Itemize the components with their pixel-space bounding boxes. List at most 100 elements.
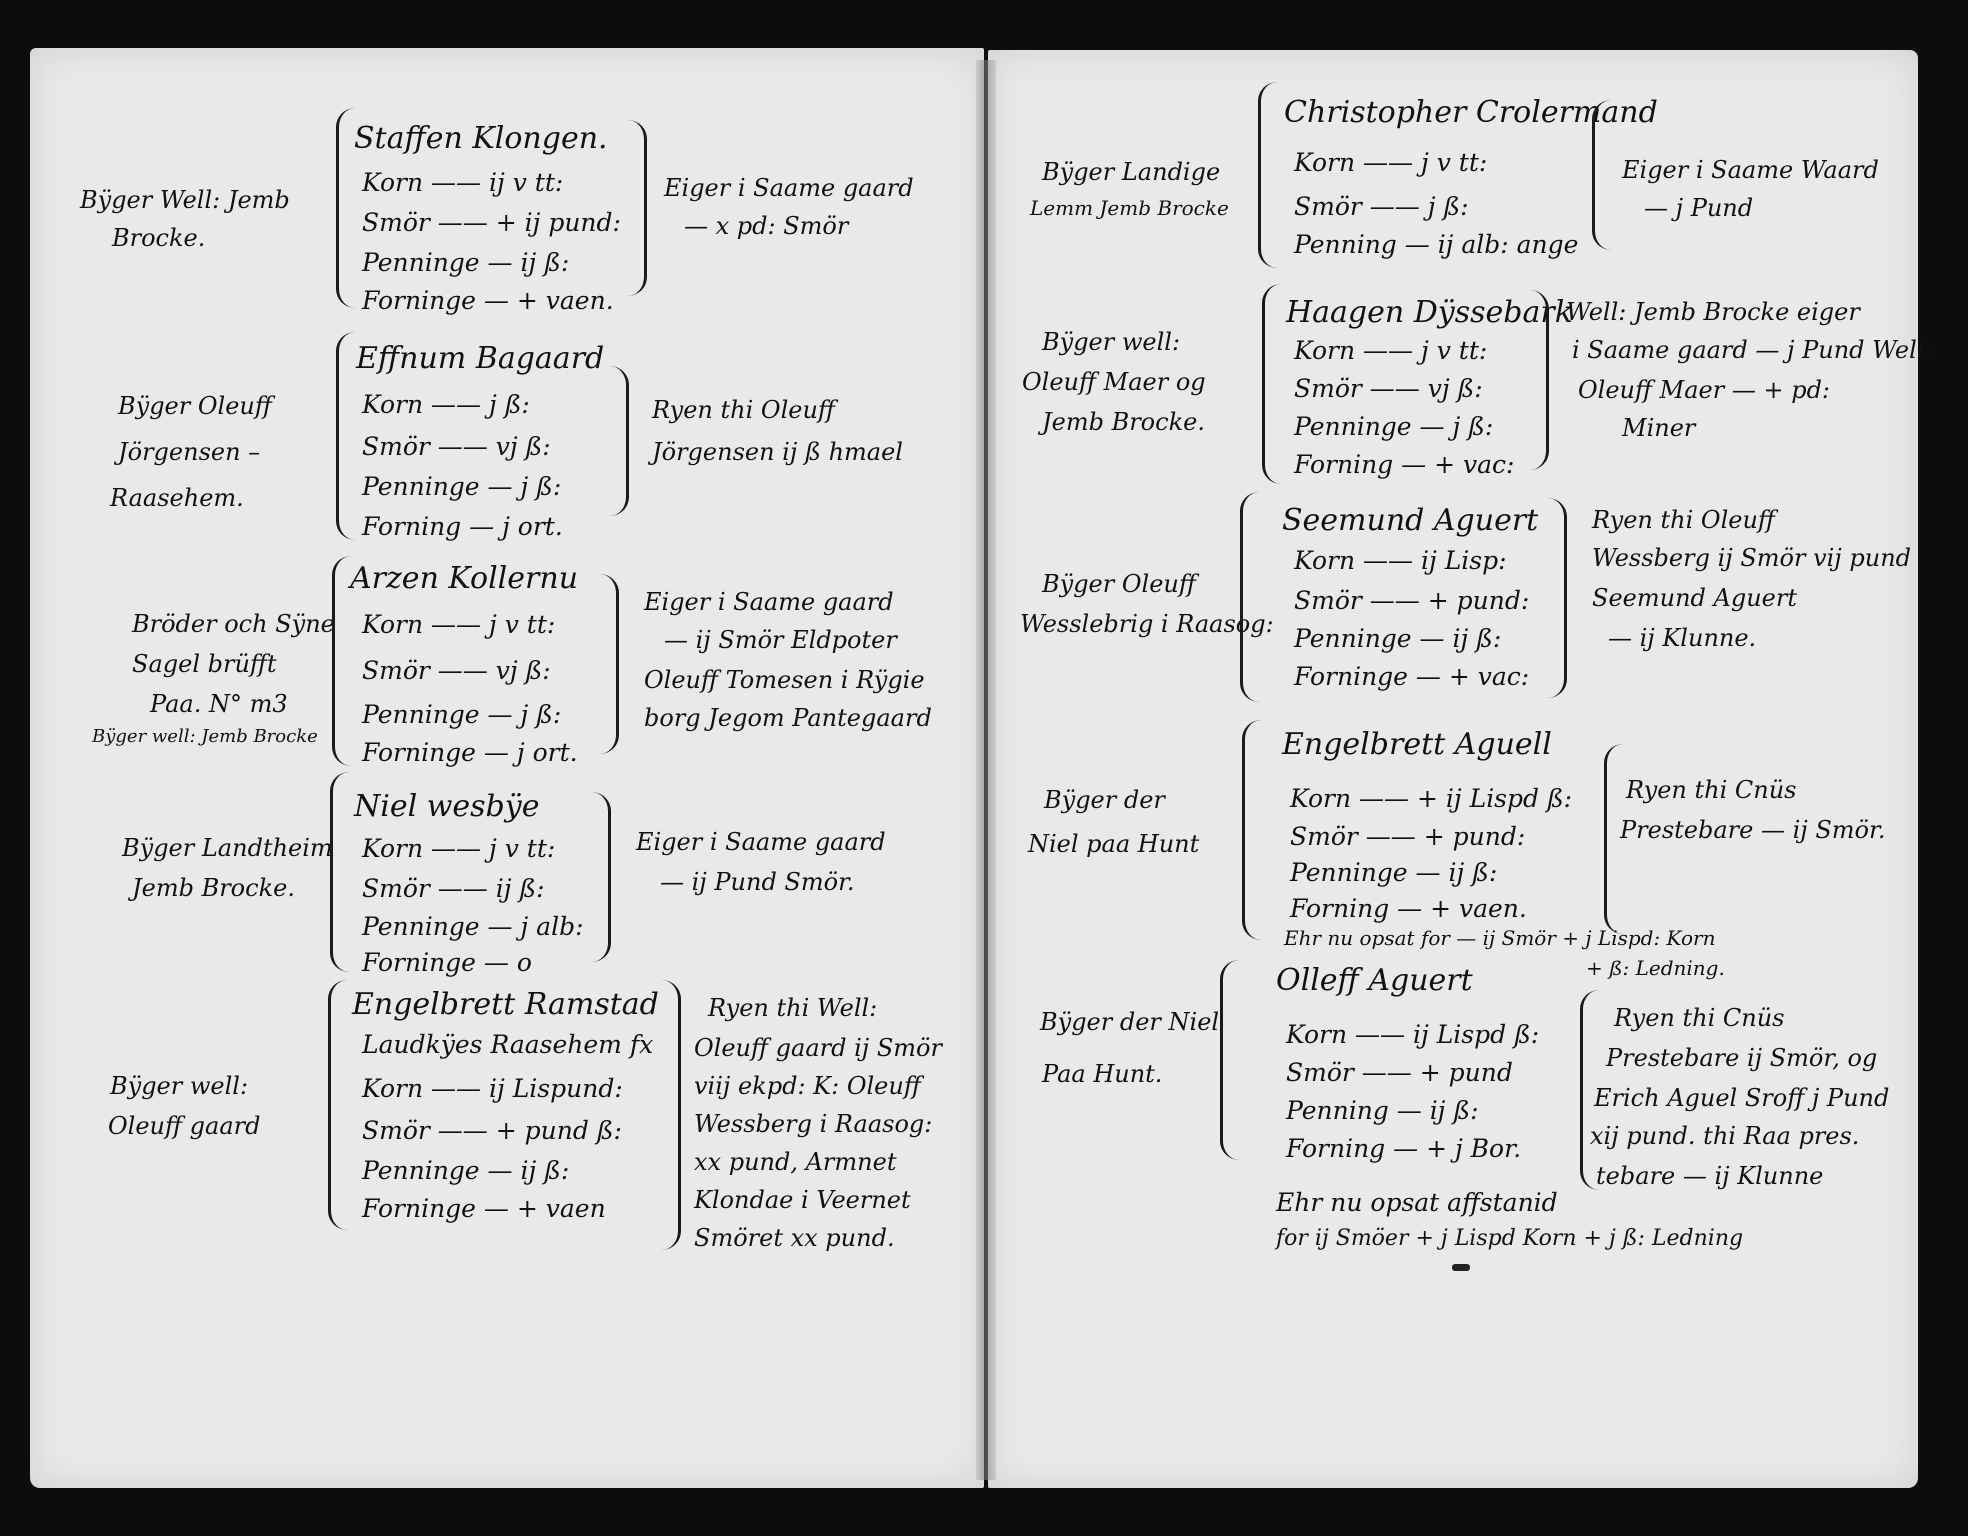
side-label: Paa. N° m3 [150, 690, 288, 718]
entry-row: Korn —— j v tt: [1294, 148, 1488, 177]
entry-extra: Ehr nu opsat affstanid [1276, 1188, 1558, 1217]
entry-row: Forning — + vac: [1294, 450, 1515, 479]
side-label: Jörgensen – [118, 438, 261, 466]
entry-row: Korn —— ij Lisp: [1294, 546, 1507, 575]
entry-note: — ij Smör Eldpoter [664, 626, 897, 654]
entry-row: Penninge — ij ß: [362, 1156, 570, 1185]
entry-note: Eiger i Saame Waard [1622, 156, 1879, 184]
entry-header: Arzen Kollernu [350, 561, 579, 596]
entry-header: Seemund Aguert [1282, 503, 1539, 538]
ink-mark [1452, 1264, 1470, 1271]
entry-row: Korn —— j v tt: [1294, 336, 1488, 365]
entry-row: Penninge — j ß: [362, 700, 562, 729]
side-label: Niel paa Hunt [1028, 830, 1200, 858]
brace [1258, 82, 1277, 268]
brace [1604, 744, 1623, 934]
brace [662, 980, 681, 1250]
entry-row: Penninge — j ß: [1294, 412, 1494, 441]
brace [1548, 498, 1567, 698]
entry-note: Jörgensen ij ß hmael [652, 438, 903, 466]
brace [336, 108, 355, 308]
entry-note: Ryen thi Cnüs [1626, 776, 1797, 804]
entry-row: Smör —— vj ß: [1294, 374, 1483, 403]
entry-row: Forninge — j ort. [362, 738, 578, 767]
side-label: Jemb Brocke. [132, 874, 295, 902]
entry-row: Forning — j ort. [362, 512, 563, 541]
entry-note: xij pund. thi Raa pres. [1590, 1122, 1860, 1150]
entry-extra: for ij Smöer + j Lispd Korn + j ß: Ledni… [1276, 1226, 1744, 1251]
brace [1220, 960, 1239, 1160]
left-page [30, 48, 984, 1488]
entry-note: Eiger i Saame gaard [644, 588, 894, 616]
entry-note: Miner [1622, 414, 1696, 442]
brace [1592, 100, 1611, 250]
entry-row: Smör —— vj ß: [362, 656, 551, 685]
entry-note: Well: Jemb Brocke eiger [1566, 298, 1860, 326]
entry-row: Penning — ij alb: ange [1294, 230, 1579, 259]
entry-extra: Ehr nu opsat for — ij Smör + j Lispd: Ko… [1284, 926, 1716, 950]
entry-note: — x pd: Smör [684, 212, 849, 240]
entry-note: Oleuff Tomesen i Rÿgie [644, 666, 925, 694]
entry-row: Smör —— j ß: [1294, 192, 1469, 221]
brace [610, 366, 629, 516]
entry-header: Staffen Klongen. [354, 121, 608, 156]
entry-header: Engelbrett Aguell [1282, 727, 1552, 762]
side-label: Sagel brüfft [132, 650, 277, 678]
side-label: Bÿger Landtheim [122, 834, 333, 862]
entry-note: borg Jegom Pantegaard [644, 704, 932, 732]
entry-row: Korn —— ij v tt: [362, 168, 564, 197]
entry-row: Korn —— j v tt: [362, 610, 556, 639]
entry-note: — ij Klunne. [1608, 624, 1757, 652]
entry-row: Forning — + j Bor. [1286, 1134, 1522, 1163]
entry-row: Penning — ij ß: [1286, 1096, 1479, 1125]
entry-note: Seemund Aguert [1592, 584, 1797, 612]
entry-note: Smöret xx pund. [694, 1224, 895, 1252]
entry-row: Korn —— j v tt: [362, 834, 556, 863]
entry-row: Forninge — o [362, 948, 532, 977]
brace [332, 556, 351, 766]
entry-row: Forninge — + vaen [362, 1194, 606, 1223]
entry-note: Oleuff gaard ij Smör [694, 1034, 942, 1062]
entry-row: Korn —— ij Lispd ß: [1286, 1020, 1540, 1049]
entry-note: Prestebare ij Smör, og [1606, 1044, 1878, 1072]
side-label: Jemb Brocke. [1042, 408, 1205, 436]
entry-row: Forninge — + vaen. [362, 286, 614, 315]
right-page [988, 50, 1918, 1488]
entry-header: Engelbrett Ramstad [352, 987, 659, 1022]
entry-note: Prestebare — ij Smör. [1620, 816, 1886, 844]
entry-note: Eiger i Saame gaard [664, 174, 914, 202]
side-label: Bÿger der [1044, 786, 1165, 814]
entry-row: Korn —— + ij Lispd ß: [1290, 784, 1573, 813]
entry-row: Korn —— j ß: [362, 390, 530, 419]
entry-extra: + ß: Ledning. [1586, 956, 1725, 980]
side-label: Oleuff gaard [108, 1112, 261, 1140]
entry-note: Ryen thi Well: [708, 994, 878, 1022]
entry-subheader: Laudkÿes Raasehem fx [362, 1030, 654, 1059]
entry-row: Smör —— + pund ß: [362, 1116, 622, 1145]
entry-row: Smör —— + pund [1286, 1058, 1513, 1087]
brace [336, 332, 355, 540]
brace [1242, 720, 1261, 940]
entry-note: tebare — ij Klunne [1596, 1162, 1824, 1190]
entry-row: Penninge — j alb: [362, 912, 584, 941]
side-label: Bÿger well: Jemb Brocke [92, 726, 318, 747]
entry-note: Ryen thi Oleuff [652, 396, 835, 424]
entry-row: Smör —— + pund: [1290, 822, 1526, 851]
entry-header: Haagen Dÿssebark [1286, 295, 1573, 330]
side-label: Bÿger Landige [1042, 158, 1221, 186]
side-label: Bÿger Oleuff [118, 392, 272, 420]
entry-row: Forning — + vaen. [1290, 894, 1527, 923]
brace [628, 120, 647, 296]
entry-note: Ryen thi Oleuff [1592, 506, 1775, 534]
entry-header: Effnum Bagaard [356, 341, 605, 376]
brace [328, 980, 347, 1230]
entry-note: viij ekpd: K: Oleuff [694, 1072, 921, 1100]
side-label: Oleuff Maer og [1022, 368, 1206, 396]
entry-row: Penninge — j ß: [362, 472, 562, 501]
entry-note: Erich Aguel Sroff j Pund [1594, 1084, 1890, 1112]
entry-note: i Saame gaard — j Pund Well: [1572, 336, 1933, 364]
entry-note: Oleuff Maer — + pd: [1578, 376, 1831, 404]
side-label: Raasehem. [110, 484, 244, 512]
entry-row: Smör —— ij ß: [362, 874, 545, 903]
entry-row: Korn —— ij Lispund: [362, 1074, 623, 1103]
